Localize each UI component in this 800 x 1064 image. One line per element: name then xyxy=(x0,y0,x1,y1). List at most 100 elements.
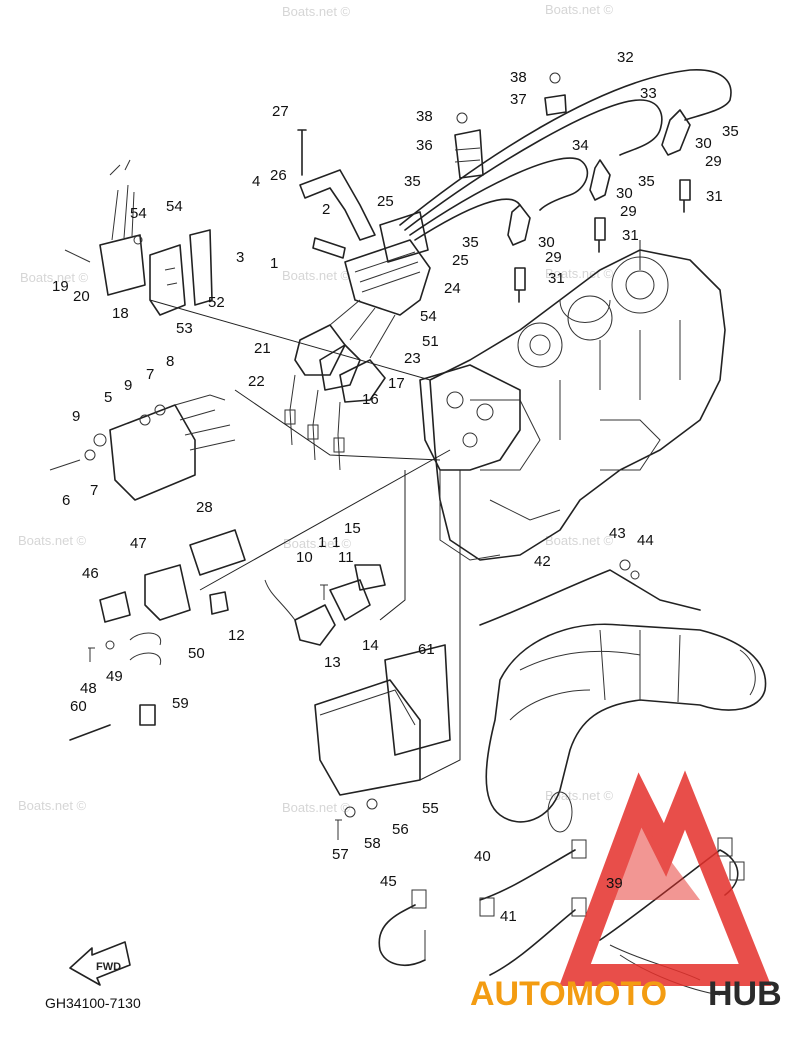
callout-number: 25 xyxy=(377,193,394,210)
callout-number: 50 xyxy=(188,645,205,662)
callout-number: 21 xyxy=(254,340,271,357)
callout-number: 7 xyxy=(90,482,98,499)
rectifier-regulator xyxy=(49,394,236,501)
callout-number: 15 xyxy=(344,520,361,537)
callout-number: 27 xyxy=(272,103,289,120)
callout-number: 37 xyxy=(510,91,527,108)
callout-number: 31 xyxy=(622,227,639,244)
engine-block xyxy=(419,249,726,561)
callout-number: 9 xyxy=(124,377,132,394)
callout-number: 52 xyxy=(208,294,225,311)
callout-number: 1 xyxy=(318,534,326,551)
exhaust-pipe xyxy=(485,623,767,833)
small-parts xyxy=(69,529,386,741)
callout-number: 56 xyxy=(392,821,409,838)
callout-number: 34 xyxy=(572,137,589,154)
high-tension-leads xyxy=(399,69,732,303)
callout-number: 1 xyxy=(270,255,278,272)
callout-number: 35 xyxy=(722,123,739,140)
callout-number: 5 xyxy=(104,389,112,406)
callout-number: 38 xyxy=(510,69,527,86)
callout-number: 35 xyxy=(404,173,421,190)
callout-number: 49 xyxy=(106,668,123,685)
callout-number: 33 xyxy=(640,85,657,102)
callout-number: 35 xyxy=(638,173,655,190)
callout-number: 45 xyxy=(380,873,397,890)
callout-number: 10 xyxy=(296,549,313,566)
callout-number: 60 xyxy=(70,698,87,715)
callout-number: 4 xyxy=(252,173,260,190)
callout-number: 32 xyxy=(617,49,634,66)
callout-number: 53 xyxy=(176,320,193,337)
fwd-label: FWD xyxy=(96,961,121,973)
callout-number: 43 xyxy=(609,525,626,542)
callout-number: 23 xyxy=(404,350,421,367)
callout-number: 29 xyxy=(620,203,637,220)
watermark-text: Boats.net © xyxy=(545,533,614,548)
callout-number: 31 xyxy=(706,188,723,205)
callout-number: 17 xyxy=(388,375,405,392)
callout-number: 58 xyxy=(364,835,381,852)
callout-number: 44 xyxy=(637,532,654,549)
callout-number: 25 xyxy=(452,252,469,269)
watermark-text: Boats.net © xyxy=(283,536,352,551)
callout-number: 54 xyxy=(420,308,437,325)
callout-number: 57 xyxy=(332,846,349,863)
callout-number: 61 xyxy=(418,641,435,658)
callout-number: 7 xyxy=(146,366,154,383)
callout-number: 11 xyxy=(338,549,354,566)
callout-number: 19 xyxy=(52,278,69,295)
callout-number: 3 xyxy=(236,249,244,266)
callout-number: 30 xyxy=(538,234,555,251)
callout-number: 46 xyxy=(82,565,99,582)
callout-number: 16 xyxy=(362,391,379,408)
callout-number: 12 xyxy=(228,627,245,644)
callout-number: 1 xyxy=(332,534,340,551)
logo-text-hub: HUB xyxy=(708,975,782,1013)
callout-number: 40 xyxy=(474,848,491,865)
automotohub-logo xyxy=(559,770,772,986)
callout-number: 38 xyxy=(416,108,433,125)
callout-number: 31 xyxy=(548,270,565,287)
callout-number: 55 xyxy=(422,800,439,817)
callout-number: 47 xyxy=(130,535,147,552)
cdi-unit xyxy=(64,159,213,316)
lead-lines xyxy=(149,240,641,781)
watermark-text: Boats.net © xyxy=(545,788,614,803)
callout-number: 41 xyxy=(500,908,517,925)
callout-number: 18 xyxy=(112,305,129,322)
part-code: GH34100-7130 xyxy=(45,995,141,1011)
watermark-text: Boats.net © xyxy=(18,533,87,548)
callout-number: 8 xyxy=(166,353,174,370)
watermark-text: Boats.net © xyxy=(282,4,351,19)
callout-number: 14 xyxy=(362,637,379,654)
fwd-arrow-icon: FWD xyxy=(69,941,131,986)
callout-number: 20 xyxy=(73,288,90,305)
ignition-coil-assembly xyxy=(284,129,431,471)
callout-number: 24 xyxy=(444,280,461,297)
callout-number: 22 xyxy=(248,373,265,390)
sensor-cable xyxy=(479,559,701,626)
callout-number: 51 xyxy=(422,333,439,350)
watermark-text: Boats.net © xyxy=(20,270,89,285)
callout-number: 30 xyxy=(695,135,712,152)
watermark-text: Boats.net © xyxy=(282,800,351,815)
callout-number: 30 xyxy=(616,185,633,202)
callout-number: 48 xyxy=(80,680,97,697)
callout-number: 9 xyxy=(72,408,80,425)
callout-number: 35 xyxy=(462,234,479,251)
watermarks: Boats.net © Boats.net © Boats.net © Boat… xyxy=(18,2,614,815)
callout-number: 36 xyxy=(416,137,433,154)
logo-text-auto: AUTOMOTO xyxy=(470,975,667,1013)
watermark-text: Boats.net © xyxy=(545,2,614,17)
watermark-text: Boats.net © xyxy=(545,266,614,281)
callout-number: 29 xyxy=(545,249,562,266)
callout-number: 42 xyxy=(534,553,551,570)
callout-number: 2 xyxy=(322,201,330,218)
callout-number: 6 xyxy=(62,492,70,509)
callout-number: 29 xyxy=(705,153,722,170)
callout-number: 28 xyxy=(196,499,213,516)
